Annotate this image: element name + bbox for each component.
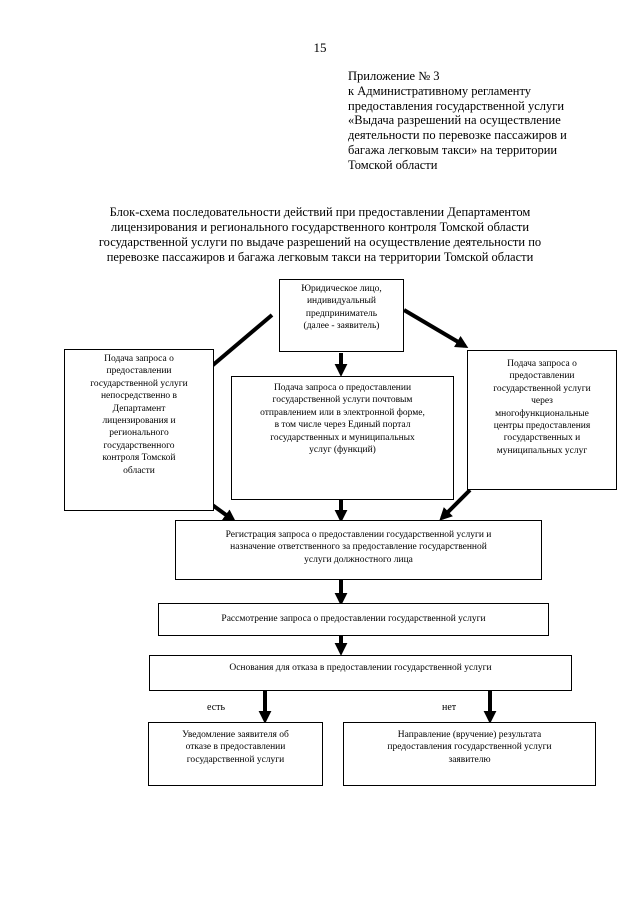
document-title: Блок-схема последовательности действий п…: [60, 205, 580, 265]
title-line: перевозке пассажиров и багажа легковым т…: [106, 250, 534, 264]
appendix-line: Томской области: [348, 157, 438, 172]
applicant-line: предприниматель: [305, 308, 378, 319]
title-line: лицензирования и регионального государст…: [110, 220, 530, 234]
notify-refusal-line: государственной услуги: [186, 754, 285, 765]
submit-direct-line: регионального: [109, 428, 169, 439]
applicant-box: Юридическое лицо, индивидуальный предпри…: [279, 279, 404, 352]
appendix-line: предоставления государственной услуги: [348, 98, 565, 113]
appendix-line: «Выдача разрешений на осуществление: [348, 113, 561, 128]
submit-direct-line: лицензирования и: [102, 416, 176, 427]
review-box: Рассмотрение запроса о предоставлении го…: [158, 603, 549, 636]
submit-mfc-line: центры предоставления: [493, 421, 591, 432]
submit-mail-line: отправлением или в электронной форме,: [260, 407, 425, 418]
submit-direct-line: Подача запроса о: [104, 354, 174, 364]
registration-line: услуги должностного лица: [304, 554, 413, 565]
notify-refusal-line: отказе в предоставлении: [185, 742, 286, 753]
notify-refusal-box: Уведомление заявителя об отказе в предос…: [148, 722, 323, 786]
submit-direct-line: государственной услуги: [90, 378, 188, 389]
submit-mfc-line: предоставлении: [509, 371, 575, 382]
registration-box: Регистрация запроса о предоставлении гос…: [175, 520, 542, 580]
submit-direct-line: области: [123, 465, 155, 476]
send-result-line: Направление (вручение) результата: [397, 730, 542, 740]
arrow-applicant-to-mfc: [402, 308, 469, 348]
send-result-box: Направление (вручение) результата предос…: [343, 722, 596, 786]
registration-line: Регистрация запроса о предоставлении гос…: [225, 530, 492, 540]
submit-direct-line: непосредственно в: [100, 391, 178, 402]
submit-mfc-line: государственных и: [503, 433, 581, 444]
branch-no-label: нет: [442, 702, 457, 713]
send-result-line: предоставления государственной услуги: [387, 742, 552, 753]
submit-mfc-box: Подача запроса о предоставлении государс…: [467, 350, 617, 490]
submit-mail-line: государственной услуги почтовым: [272, 395, 413, 406]
applicant-line: индивидуальный: [306, 296, 377, 307]
appendix-line: к Административному регламенту: [348, 83, 532, 98]
submit-mfc-line: многофункциональные: [495, 408, 589, 419]
submit-direct-box: Подача запроса о предоставлении государс…: [64, 349, 214, 511]
appendix-line: багажа легковым такси» на территории: [348, 142, 558, 157]
title-line: государственной услуги по выдаче разреше…: [98, 235, 542, 249]
branch-yes-label: есть: [207, 702, 226, 713]
appendix-header: Приложение № 3 к Административному регла…: [348, 69, 618, 173]
send-result-line: заявителю: [448, 754, 491, 765]
submit-mail-line: Подача запроса о предоставлении: [273, 383, 412, 393]
refusal-grounds-box: Основания для отказа в предоставлении го…: [149, 655, 572, 691]
submit-mail-line: услуг (функций): [309, 445, 376, 456]
submit-mfc-line: муниципальных услуг: [496, 445, 588, 456]
submit-mfc-line: через: [531, 396, 553, 407]
submit-direct-line: государственного: [103, 440, 175, 451]
submit-mfc-line: Подача запроса о: [507, 359, 577, 369]
submit-direct-line: Департамент: [112, 403, 166, 414]
page-number: 15: [313, 40, 327, 55]
submit-mfc-line: государственной услуги: [493, 383, 591, 394]
notify-refusal-line: Уведомление заявителя об: [182, 730, 289, 740]
submit-direct-line: контроля Томской: [102, 453, 176, 464]
submit-mail-box: Подача запроса о предоставлении государс…: [231, 376, 454, 500]
applicant-line: (далее - заявитель): [303, 321, 380, 332]
review-line: Рассмотрение запроса о предоставлении го…: [221, 614, 486, 624]
arrow-mfc-to-registration: [439, 488, 472, 521]
registration-line: назначение ответственного за предоставле…: [230, 542, 487, 553]
appendix-line: Приложение № 3: [348, 69, 440, 83]
submit-mail-line: государственных и муниципальных: [270, 432, 415, 443]
submit-direct-line: предоставлении: [106, 366, 172, 377]
refusal-grounds-line: Основания для отказа в предоставлении го…: [229, 663, 492, 673]
appendix-line: деятельности по перевозке пассажиров и: [348, 128, 567, 143]
submit-mail-line: в том числе через Единый портал: [274, 420, 411, 431]
applicant-line: Юридическое лицо,: [301, 284, 382, 294]
title-line: Блок-схема последовательности действий п…: [109, 205, 531, 219]
